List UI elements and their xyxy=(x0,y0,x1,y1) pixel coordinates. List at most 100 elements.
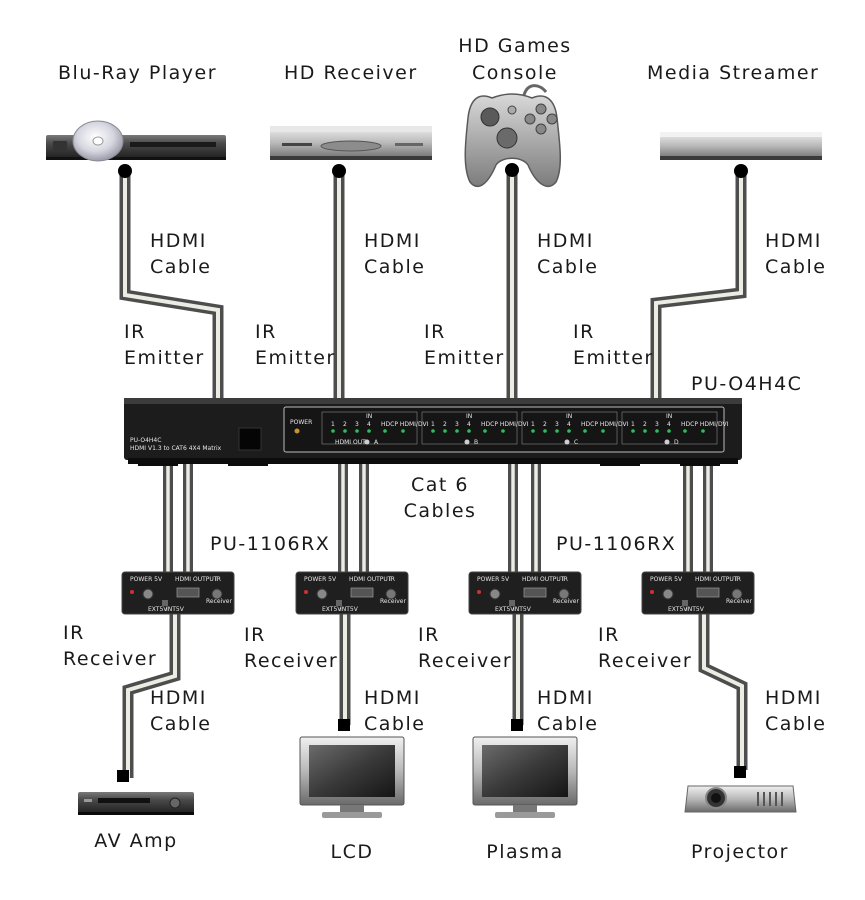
av-amp xyxy=(78,792,194,815)
matrix-port-label: 3 xyxy=(355,421,359,428)
matrix-port-label: 2 xyxy=(543,421,547,428)
rx-receiver-label: Receiver xyxy=(553,598,579,605)
label-receiver-unit: PU-1106RX xyxy=(210,533,331,555)
hdmi-cable-avamp xyxy=(122,614,181,778)
rx-receiver-label: Receiver xyxy=(380,598,406,605)
matrix-port-label: 2 xyxy=(643,421,647,428)
bluray-player xyxy=(46,120,226,162)
matrix-output-label: C xyxy=(574,439,578,446)
label-ir: IR xyxy=(255,321,277,343)
label-receiver: Receiver xyxy=(63,648,158,670)
matrix-port-label: 1 xyxy=(631,421,635,428)
label-receiver: Receiver xyxy=(244,650,339,672)
output-buttons xyxy=(364,439,670,445)
label-hdmi: HDMI xyxy=(150,687,207,709)
receiver-unit-1 xyxy=(121,571,235,615)
label-emitter: Emitter xyxy=(124,347,205,369)
matrix-port-label: 2 xyxy=(343,421,347,428)
matrix-hdcp-label: HDCP HDMI/DVI xyxy=(381,421,429,428)
label-media-streamer: Media Streamer xyxy=(647,62,820,84)
connector-dot xyxy=(505,163,519,177)
rx-receiver-label: Receiver xyxy=(206,598,232,605)
label-cable: Cable xyxy=(364,713,426,735)
matrix-port-label: 1 xyxy=(331,421,335,428)
matrix-port-label: 3 xyxy=(655,421,659,428)
label-av-amp: AV Amp xyxy=(94,830,178,852)
label-ir: IR xyxy=(424,321,446,343)
matrix-in-label: IN xyxy=(366,413,372,420)
label-hd-receiver: HD Receiver xyxy=(284,62,418,84)
rx-hdmi-output-label: HDMI OUTPUT xyxy=(175,576,218,583)
matrix-port-groups xyxy=(321,411,718,445)
matrix-port-label: 1 xyxy=(531,421,535,428)
matrix-output-label: B xyxy=(474,439,478,446)
label-cable: Cable xyxy=(364,256,426,278)
matrix-port-label: 3 xyxy=(455,421,459,428)
label-receiver: Receiver xyxy=(418,650,513,672)
rx-int-label: INT5V xyxy=(686,606,705,613)
label-emitter: Emitter xyxy=(573,347,654,369)
label-ir: IR xyxy=(244,624,266,646)
label-hdmi: HDMI xyxy=(537,687,594,709)
label-emitter: Emitter xyxy=(424,347,505,369)
connector-square xyxy=(338,719,350,731)
connector-square xyxy=(734,766,746,778)
rx-ir-label: IR xyxy=(562,576,568,583)
label-projector: Projector xyxy=(691,841,789,863)
matrix-port-label: 3 xyxy=(555,421,559,428)
matrix-panel-model: PU-O4H4C xyxy=(130,437,161,444)
cables xyxy=(119,172,748,778)
label-cat6-1: Cat 6 xyxy=(411,474,469,496)
connector-square xyxy=(511,719,523,731)
label-receiver: Receiver xyxy=(598,650,693,672)
matrix-switch: PU-O4H4C HDMI V1.3 to CAT6 4X4 Matrix PO… xyxy=(124,398,742,466)
hdmi-cable-projector xyxy=(698,614,748,770)
rx-receiver-label: Receiver xyxy=(726,598,752,605)
label-hdmi: HDMI xyxy=(765,687,822,709)
matrix-port-label: 2 xyxy=(443,421,447,428)
hd-receiver xyxy=(270,126,432,160)
matrix-output-label: D xyxy=(674,439,679,446)
label-receiver-unit: PU-1106RX xyxy=(556,533,677,555)
label-cable: Cable xyxy=(765,713,827,735)
rx-ext-label: EXT5V xyxy=(322,606,342,613)
label-cable: Cable xyxy=(150,713,212,735)
lcd-tv xyxy=(299,736,405,818)
label-hdmi: HDMI xyxy=(537,230,594,252)
receiver-unit-2 xyxy=(295,571,409,615)
hdmi-cable-bluray xyxy=(119,172,224,402)
matrix-in-label: IN xyxy=(466,413,472,420)
matrix-in-label: IN xyxy=(566,413,572,420)
rx-ext-label: EXT5V xyxy=(668,606,688,613)
rx-hdmi-output-label: HDMI OUTPUT xyxy=(695,576,738,583)
receiver-units: POWER 5V HDMI OUTPUT IR EXT5V INT5V Rece… xyxy=(121,571,755,615)
label-ir: IR xyxy=(63,622,85,644)
label-matrix-model: PU-O4H4C xyxy=(691,373,803,395)
connector-dot xyxy=(734,164,748,178)
matrix-port-label: 4 xyxy=(367,421,371,428)
matrix-power-label: POWER xyxy=(290,419,312,426)
rx-ext-label: EXT5V xyxy=(495,606,515,613)
label-hdmi: HDMI xyxy=(765,230,822,252)
matrix-port-label: 1 xyxy=(431,421,435,428)
hdmi-cable-streamer xyxy=(650,172,747,402)
connector-square xyxy=(117,770,129,782)
matrix-hdcp-label: HDCP HDMI/DVI xyxy=(481,421,529,428)
rx-power-label: POWER 5V xyxy=(130,576,163,583)
label-hdmi: HDMI xyxy=(364,687,421,709)
rx-hdmi-output-label: HDMI OUTPUT xyxy=(349,576,392,583)
label-ir: IR xyxy=(124,321,146,343)
rx-ir-label: IR xyxy=(389,576,395,583)
rx-int-label: INT5V xyxy=(166,606,185,613)
label-plasma: Plasma xyxy=(486,841,564,863)
label-ir: IR xyxy=(418,624,440,646)
receiver-unit-4 xyxy=(641,571,755,615)
led-row xyxy=(331,429,705,433)
matrix-output-label: A xyxy=(374,439,379,446)
label-hdmi: HDMI xyxy=(364,230,421,252)
rx-hdmi-output-label: HDMI OUTPUT xyxy=(522,576,565,583)
label-games-console-2: Console xyxy=(472,62,558,84)
rx-ir-label: IR xyxy=(735,576,741,583)
rx-power-label: POWER 5V xyxy=(650,576,683,583)
